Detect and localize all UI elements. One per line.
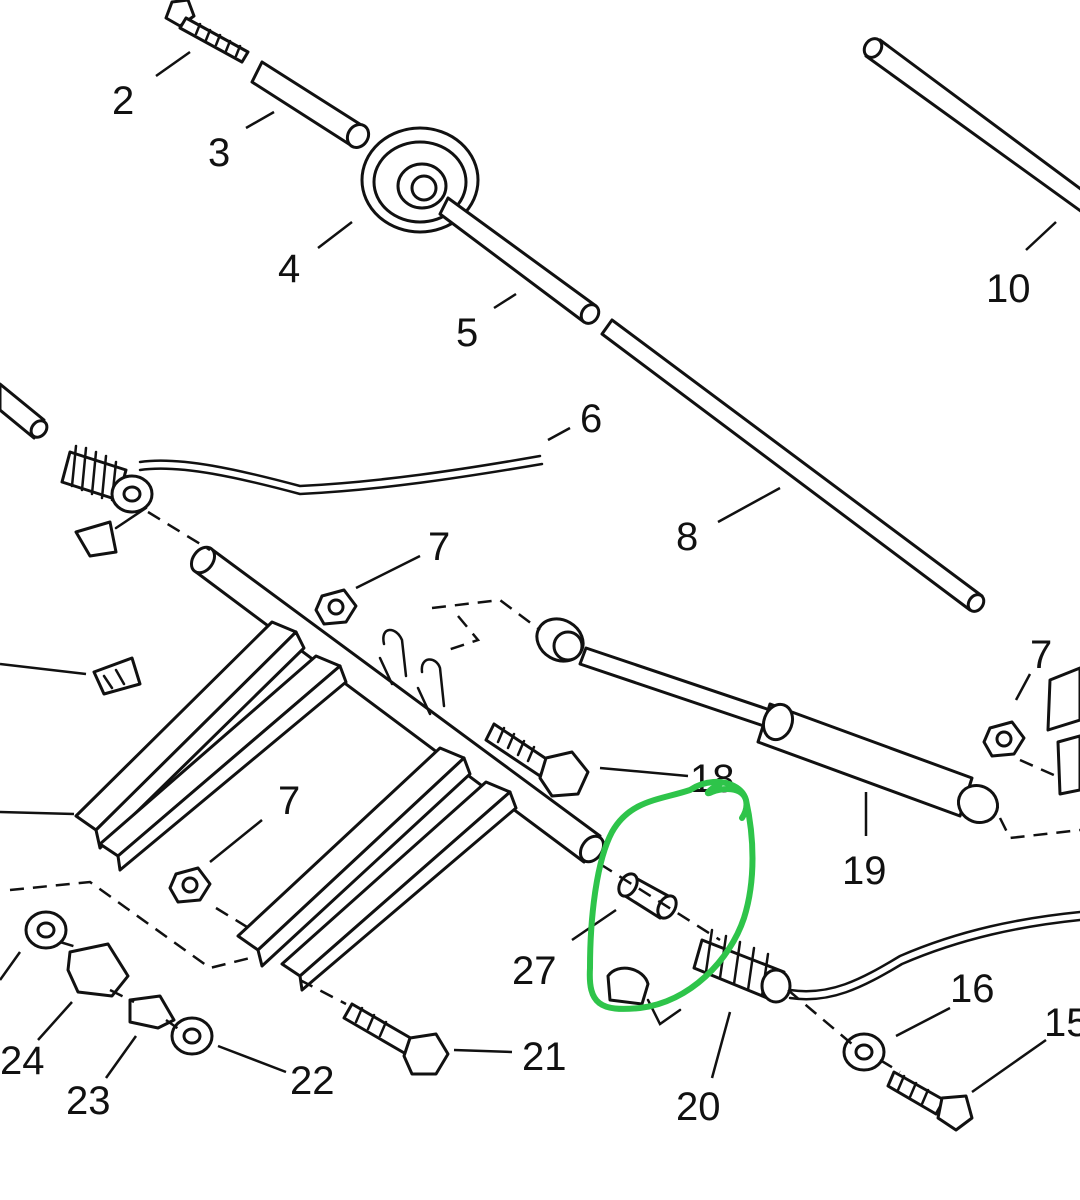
- part-27-bushing: [617, 872, 678, 920]
- part-2-screw: [164, 0, 250, 64]
- label-4: 4: [278, 247, 300, 291]
- part-22-washer-left: [24, 910, 68, 950]
- alignment-lines: [9, 510, 1080, 1074]
- label-7b: 7: [278, 779, 300, 823]
- label-2: 2: [112, 79, 134, 123]
- label-5: 5: [456, 311, 478, 355]
- part-6-spring-wire: [60, 444, 544, 558]
- right-bracket: [1046, 666, 1080, 796]
- part-16-washer: [842, 1032, 886, 1072]
- part-7-nut-c: [982, 720, 1026, 758]
- part-21-bolt: [342, 1002, 450, 1076]
- clip-left: [92, 656, 142, 696]
- part-20-spring: [606, 910, 1080, 1026]
- part-19-gas-spring: [535, 617, 1000, 825]
- shaft-hooks: [378, 628, 446, 716]
- tine-group-right: [236, 746, 518, 992]
- part-labels: 2 3 4 5 6 7 7 7 8 10 15 16 18 19 20 21 2…: [0, 79, 1080, 1129]
- label-20: 20: [676, 1085, 721, 1129]
- label-27: 27: [512, 949, 557, 993]
- part-23-pin: [128, 994, 176, 1030]
- label-3: 3: [208, 131, 230, 175]
- part-22-washer: [170, 1016, 214, 1056]
- label-7c: 7: [1030, 633, 1052, 677]
- part-18-bolt: [484, 722, 590, 798]
- label-21: 21: [522, 1035, 567, 1079]
- main-shaft: [189, 545, 606, 864]
- label-22: 22: [290, 1059, 335, 1103]
- label-7a: 7: [428, 525, 450, 569]
- leader-lines: [0, 50, 1057, 1094]
- highlight-loop: [586, 778, 756, 1012]
- label-10: 10: [986, 267, 1031, 311]
- label-6: 6: [580, 397, 602, 441]
- part-7-nut-a: [314, 588, 358, 626]
- label-16: 16: [950, 967, 995, 1011]
- part-15-bolt: [886, 1070, 974, 1132]
- label-15: 15: [1044, 1001, 1080, 1045]
- part-7-nut-b: [168, 866, 212, 904]
- left-stub-rod: [0, 382, 49, 440]
- tine-group-left: [74, 620, 348, 872]
- part-3-sleeve: [250, 60, 371, 149]
- part-24-hex-sleeve: [66, 942, 130, 998]
- part-5-rod: [438, 196, 601, 325]
- label-23: 23: [66, 1079, 111, 1123]
- label-19: 19: [842, 849, 887, 893]
- part-10-rod: [862, 37, 1080, 213]
- label-24: 24: [0, 1039, 45, 1083]
- part-8-long-rod: [600, 318, 986, 613]
- label-8: 8: [676, 515, 698, 559]
